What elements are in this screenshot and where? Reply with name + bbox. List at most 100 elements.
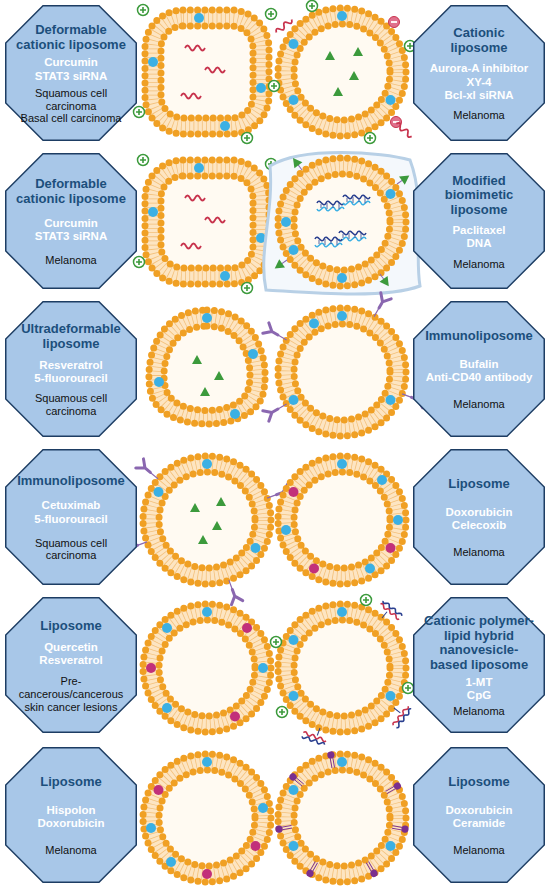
art-plus [134, 257, 145, 268]
liposome-type: Immunoliposome [425, 329, 533, 344]
text-group: Squamous cell carcinomaBasal cell carcin… [16, 87, 126, 125]
art-pd [386, 543, 396, 553]
art-bd [202, 757, 212, 767]
art-bil [278, 604, 406, 732]
art-def [145, 10, 269, 134]
art-bd [220, 121, 230, 131]
art-pd [251, 841, 261, 851]
liposome-art [143, 754, 271, 882]
octagon-shape [6, 154, 137, 289]
art-tri [353, 47, 363, 56]
art-cpg [374, 600, 402, 627]
cargo-name: Doxorubicin [37, 817, 104, 830]
cancer-type: Squamous cell carcinoma [16, 537, 126, 562]
text-group: Liposome [424, 477, 534, 492]
art-bd [256, 83, 266, 93]
art-bd [289, 95, 299, 105]
art-cer [384, 781, 402, 796]
text-group: Melanoma [424, 398, 534, 411]
cargo-name: Quercetin [44, 641, 98, 654]
art-pd [289, 487, 299, 497]
art-cer [288, 772, 305, 788]
art-cpg [385, 700, 412, 728]
art-tri [200, 387, 210, 396]
liposome-type: Liposome [448, 775, 509, 790]
text-group: Resveratrol5-fluorouracil [16, 359, 126, 385]
text-group: Cationic polymer-lipid hybrid nanovesicl… [424, 614, 534, 672]
art-dna [343, 195, 370, 204]
art-bil [278, 754, 406, 882]
cargo-name: Bcl-xl siRNA [444, 89, 513, 102]
octagon-box: Deformable cationic liposomeCurcuminSTAT… [5, 5, 137, 141]
octagon-shape [414, 6, 545, 141]
art-ud [149, 310, 265, 424]
art-bd [386, 841, 396, 851]
art-dna [315, 237, 342, 246]
octagon-content: Modified biomimetic liposomePaclitaxelDN… [424, 167, 534, 277]
art-cer [275, 823, 293, 833]
art-bd [289, 245, 299, 255]
art-tri [198, 535, 208, 544]
liposome-art [278, 456, 406, 584]
octagon-shape [414, 302, 545, 437]
art-bd [289, 785, 299, 795]
text-group: DoxorubicinCelecoxib [424, 506, 534, 532]
text-group: Melanoma [424, 844, 534, 857]
art-bd [365, 564, 375, 574]
cargo-name: CpG [467, 689, 491, 702]
octagon-box: Modified biomimetic liposomePaclitaxelDN… [413, 153, 545, 289]
cargo-name: DNA [467, 237, 492, 250]
art-bd [337, 11, 347, 21]
text-group: Melanoma [424, 705, 534, 718]
art-sq [181, 94, 201, 99]
art-dna [317, 201, 344, 210]
art-cer [392, 823, 410, 833]
cancer-type: Basal cell carcinoma [21, 112, 122, 125]
art-sq [185, 46, 205, 51]
cancer-type: Melanoma [45, 844, 96, 857]
liposome-type: Deformable cationic liposome [16, 23, 126, 52]
art-tri [333, 87, 343, 96]
art-plus [271, 637, 282, 648]
art-plus [361, 595, 372, 606]
art-bd [309, 319, 319, 329]
text-group: DoxorubicinCeramide [424, 804, 534, 830]
cancer-type: Squamous cell carcinoma [16, 87, 126, 112]
cargo-name: Doxorubicin [445, 804, 512, 817]
art-bd [248, 349, 258, 359]
octagon-shape [6, 302, 137, 437]
art-bd [202, 313, 212, 323]
art-sq [185, 196, 205, 201]
text-group: Cationic liposome [424, 26, 534, 55]
art-bd [337, 273, 347, 283]
text-group: Immunoliposome [16, 474, 126, 489]
art-bd [386, 691, 396, 701]
text-group: QuercetinResveratrol [16, 641, 126, 667]
art-bil [143, 754, 271, 882]
octagon-content: Deformable cationic liposomeCurcuminSTAT… [16, 19, 126, 129]
text-group: Deformable cationic liposome [16, 23, 126, 52]
art-bd [162, 623, 172, 633]
cationic-liposome-art [269, 1, 416, 144]
text-group: Melanoma [16, 254, 126, 267]
octagon-box: LiposomeDoxorubicinCeramideMelanoma [413, 747, 545, 883]
octagon-content: Cationic liposomeAurora-A inhibitor XY-4… [424, 19, 534, 129]
art-bd [166, 857, 176, 867]
liposome-type: Liposome [448, 477, 509, 492]
art-tri [325, 51, 335, 60]
ceramide-liposome-art [275, 751, 409, 882]
art-sq [395, 122, 414, 139]
art-bd [337, 459, 347, 469]
cargo-name: 5-fluorouracil [34, 372, 107, 385]
liposome-type: Deformable cationic liposome [16, 177, 126, 206]
liposome-type: Cationic liposome [424, 26, 534, 55]
art-def [145, 160, 269, 284]
cancer-type: Melanoma [453, 705, 504, 718]
octagon-content: ImmunoliposomeCetuximab5-fluorouracilSqu… [16, 463, 126, 573]
text-group: PaclitaxelDNA [424, 224, 534, 250]
art-bd [337, 311, 347, 321]
art-bd [220, 271, 230, 281]
art-plus [242, 283, 253, 294]
hybrid-nanovesicle-art [271, 595, 414, 746]
art-sq [205, 68, 225, 73]
